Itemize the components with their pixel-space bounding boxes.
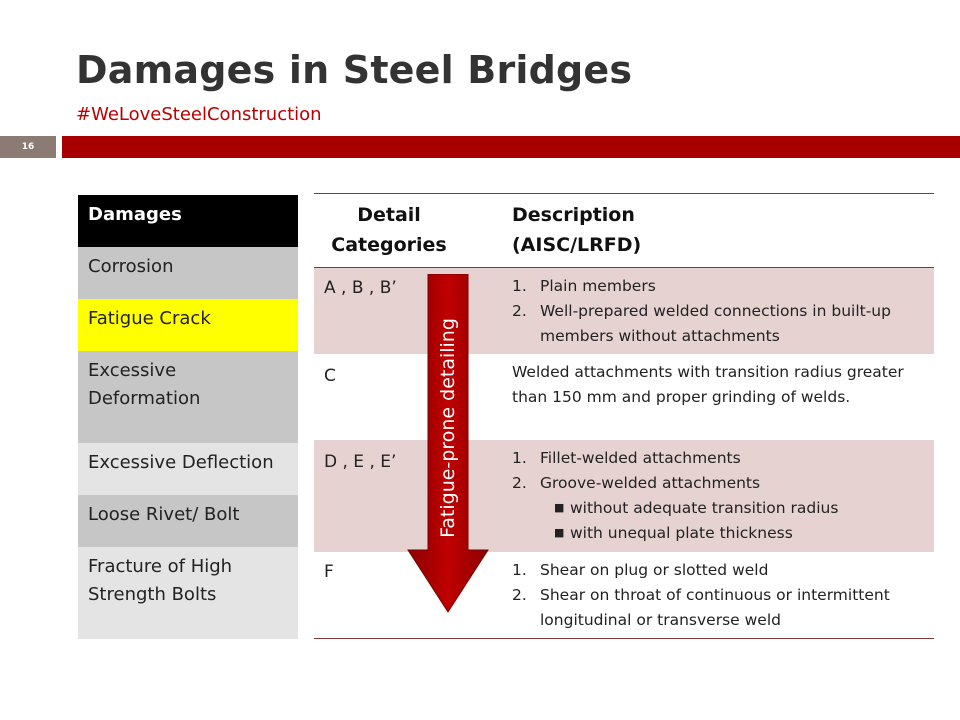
bullet-icon: ■ xyxy=(554,501,565,514)
damage-item: Excessive Deformation xyxy=(78,351,298,443)
description-cell: 1.Plain members 2.Well-prepared welded c… xyxy=(512,274,924,349)
table-row: C Welded attachments with transition rad… xyxy=(314,354,934,440)
list-item: 1.Shear on plug or slotted weld xyxy=(512,561,769,579)
description-cell: 1.Fillet-welded attachments 2.Groove-wel… xyxy=(512,446,924,546)
col-header-line: (AISC/LRFD) xyxy=(512,234,642,256)
bullet-icon: ■ xyxy=(554,526,565,539)
table-row: D , E , E’ 1.Fillet-welded attachments 2… xyxy=(314,440,934,552)
sub-list-item: ■with unequal plate thickness xyxy=(554,521,924,546)
damage-item: Fatigue Crack xyxy=(78,299,298,351)
list-item: 1.Plain members xyxy=(512,277,656,295)
slide-title: Damages in Steel Bridges xyxy=(76,48,633,92)
down-arrow-icon xyxy=(407,274,489,613)
damage-item: Excessive Deflection xyxy=(78,443,298,495)
table-row: A , B , B’ 1.Plain members 2.Well-prepar… xyxy=(314,268,934,354)
description-cell: 1.Shear on plug or slotted weld 2.Shear … xyxy=(512,558,924,633)
col-header-categories: Detail Categories xyxy=(314,200,464,260)
table-row: F 1.Shear on plug or slotted weld 2.Shea… xyxy=(314,552,934,638)
col-header-description: Description (AISC/LRFD) xyxy=(512,200,641,260)
list-item: 2.Well-prepared welded connections in bu… xyxy=(512,302,891,345)
slide-number: 16 xyxy=(0,136,56,158)
damages-header: Damages xyxy=(78,195,298,247)
table-header-rule xyxy=(314,267,934,268)
sub-list-item: ■without adequate transition radius xyxy=(554,496,924,521)
category-cell: D , E , E’ xyxy=(324,452,397,472)
header-bar xyxy=(62,136,960,158)
description-cell: Welded attachments with transition radiu… xyxy=(512,363,904,406)
col-header-line: Detail xyxy=(357,204,421,226)
category-cell: F xyxy=(324,562,334,582)
table-top-rule xyxy=(314,193,934,194)
list-item: 2.Groove-welded attachments xyxy=(512,474,761,492)
damage-item: Corrosion xyxy=(78,247,298,299)
col-header-line: Categories xyxy=(331,234,447,256)
damage-item: Loose Rivet/ Bolt xyxy=(78,495,298,547)
category-cell: A , B , B’ xyxy=(324,278,397,298)
list-item: 1.Fillet-welded attachments xyxy=(512,449,741,467)
hashtag: #WeLoveSteelConstruction xyxy=(76,104,322,125)
category-cell: C xyxy=(324,366,336,386)
list-item: 2.Shear on throat of continuous or inter… xyxy=(512,586,890,629)
damage-item: Fracture of High Strength Bolts xyxy=(78,547,298,639)
table-bottom-rule xyxy=(314,638,934,639)
col-header-line: Description xyxy=(512,204,635,226)
arrow-label: Fatigue-prone detailing xyxy=(437,318,459,538)
